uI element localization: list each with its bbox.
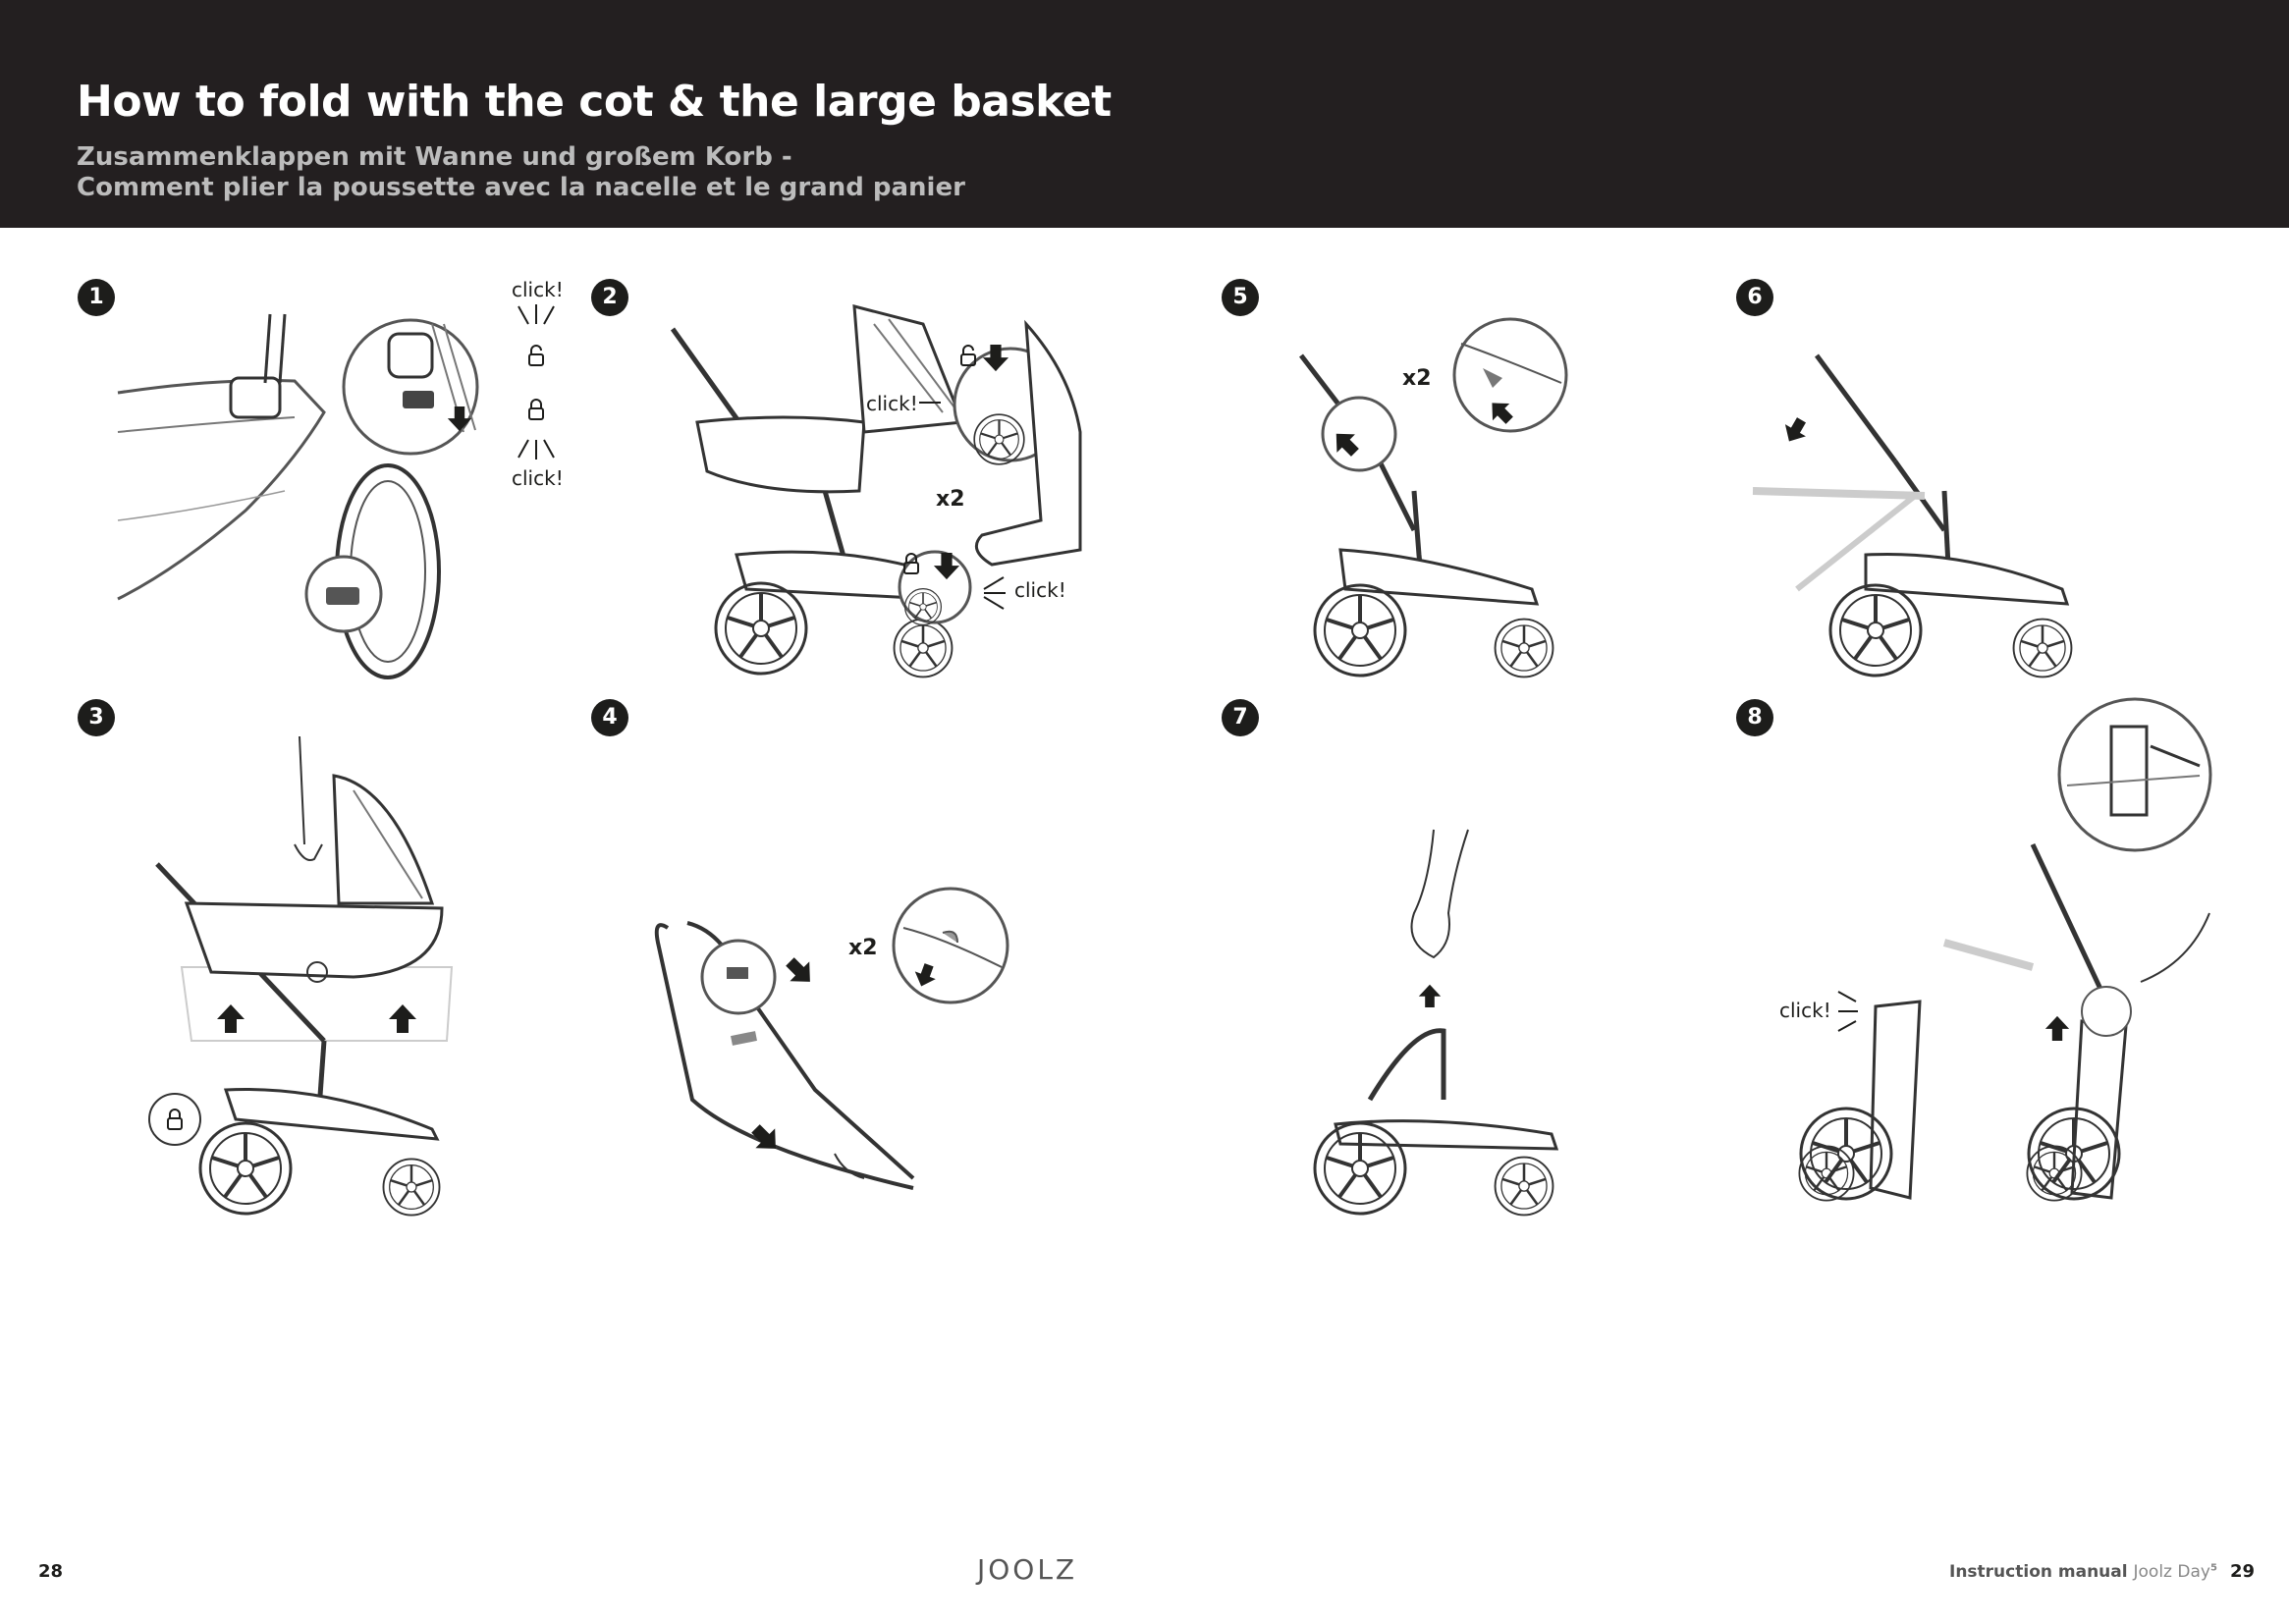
header-banner: How to fold with the cot & the large bas… (0, 0, 2289, 228)
step-2-click-top-text: click! (866, 392, 918, 415)
page-number-left: 28 (38, 1561, 64, 1582)
step-badge-2: 2 (591, 279, 628, 316)
step-2-illustration: click! x2 click! (670, 304, 1082, 678)
step-badge-7: 7 (1222, 699, 1259, 736)
step-8-click-text: click! (1779, 999, 1831, 1022)
product-name: Joolz Day (2133, 1562, 2210, 1582)
step-2-x2-text: x2 (936, 487, 965, 512)
step-badge-1: 1 (78, 279, 115, 316)
step-1-illustration: click! click! (117, 278, 564, 679)
step-badge-3: 3 (78, 699, 115, 736)
step-badge-6: 6 (1736, 279, 1773, 316)
step-badge-5: 5 (1222, 279, 1259, 316)
page-number-right: 29 (2230, 1561, 2256, 1582)
brand-logo: JOOLZ (977, 1553, 1078, 1586)
step-8-illustration: click! (1779, 697, 2212, 1202)
step-7-illustration (1313, 829, 1559, 1217)
subtitle-german: Zusammenklappen mit Wanne und großem Kor… (77, 142, 792, 172)
manual-label-text: Instruction manual (1949, 1562, 2128, 1582)
product-superscript: 5 (2209, 1562, 2217, 1574)
unlocked-icon (528, 345, 544, 366)
step-4-illustration: x2 (654, 887, 1009, 1190)
step-badge-4: 4 (591, 699, 628, 736)
step-1-click-top-text: click! (512, 278, 564, 301)
page-title: How to fold with the cot & the large bas… (77, 77, 1112, 127)
step-5-illustration: x2 (1299, 317, 1568, 678)
locked-icon (528, 399, 544, 420)
step-badge-8: 8 (1736, 699, 1773, 736)
manual-label: Instruction manual Joolz Day5 (1949, 1562, 2217, 1582)
step-3-illustration (148, 735, 454, 1217)
step-4-x2-text: x2 (848, 936, 878, 960)
step-2-click-bottom-text: click! (1014, 578, 1066, 602)
step-1-click-bottom-text: click! (512, 466, 564, 490)
subtitle-french: Comment plier la poussette avec la nacel… (77, 173, 965, 202)
step-6-illustration (1752, 353, 2073, 678)
step-5-x2-text: x2 (1402, 366, 1432, 391)
